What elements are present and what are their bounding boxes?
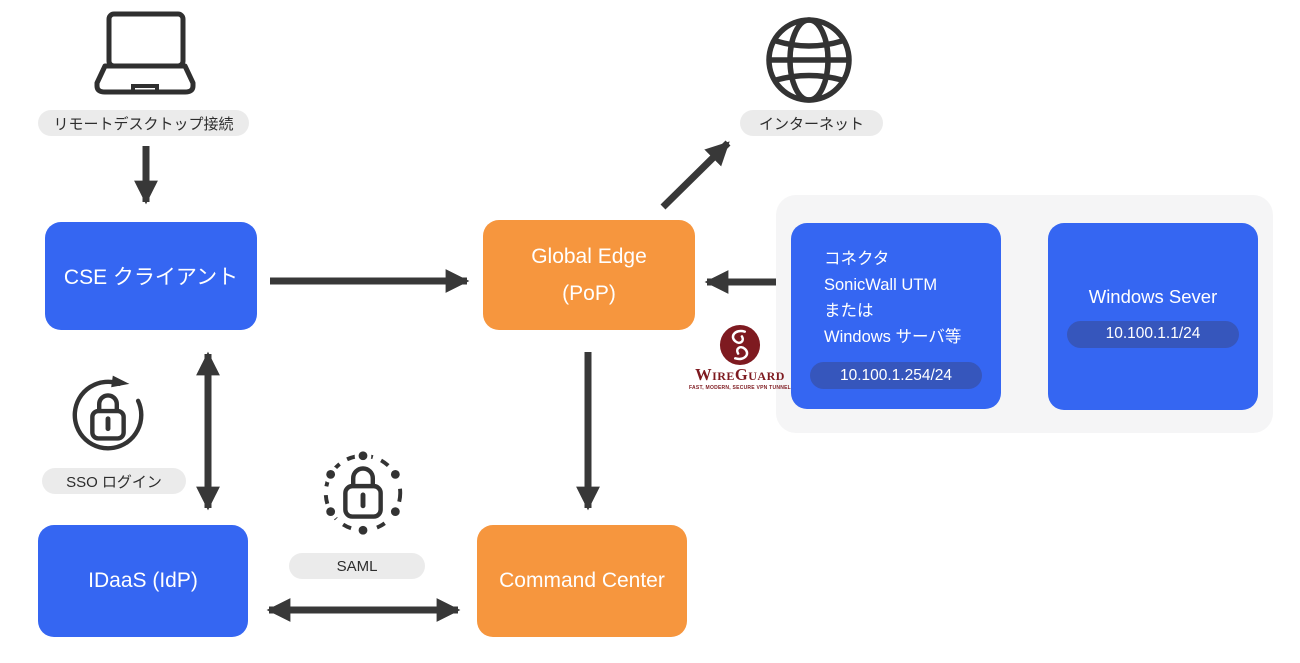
cse-client-node: CSE クライアント xyxy=(45,222,257,330)
connector-node: コネクタ SonicWall UTM または Windows サーバ等 10.1… xyxy=(791,223,1001,409)
wireguard-logo-name: WireGuard xyxy=(695,365,785,384)
command-center-node: Command Center xyxy=(477,525,687,637)
internet-label: インターネット xyxy=(740,110,883,136)
cse-client-label: CSE クライアント xyxy=(63,266,239,289)
windows-server-label: Windows Sever xyxy=(1088,285,1218,307)
windows-server-node: Windows Sever 10.100.1.1/24 xyxy=(1048,223,1258,410)
global-edge-node: Global Edge (PoP) xyxy=(483,220,695,330)
connector-ip-badge: 10.100.1.254/24 xyxy=(810,362,982,389)
wireguard-logo: WireGuard FAST, MODERN, SECURE VPN TUNNE… xyxy=(688,324,792,391)
connector-label-line4: Windows サーバ等 xyxy=(824,328,962,346)
laptop-icon xyxy=(90,11,200,97)
windows-server-ip-badge: 10.100.1.1/24 xyxy=(1067,320,1239,348)
saml-lock-network-icon xyxy=(314,441,412,545)
connector-label-line3: または xyxy=(824,302,874,320)
sso-login-label: SSO ログイン xyxy=(42,468,186,494)
global-edge-label-line1: Global Edge xyxy=(531,244,647,268)
wireguard-logo-tagline: FAST, MODERN, SECURE VPN TUNNEL xyxy=(689,384,791,391)
connector-label-line2: SonicWall UTM xyxy=(824,276,938,294)
global-edge-label-line2: (PoP) xyxy=(562,281,616,305)
saml-label: SAML xyxy=(289,553,425,579)
idaas-node: IDaaS (IdP) xyxy=(38,525,248,637)
globe-icon xyxy=(763,14,855,106)
arrow-global-edge-to-internet xyxy=(660,140,731,210)
remote-desktop-label: リモートデスクトップ接続 xyxy=(38,110,249,136)
wireguard-dragon-icon xyxy=(719,324,761,366)
connector-label-line1: コネクタ xyxy=(824,250,890,268)
sso-lock-refresh-icon xyxy=(64,368,152,458)
command-center-label: Command Center xyxy=(499,569,665,592)
idaas-label: IDaaS (IdP) xyxy=(88,569,198,592)
